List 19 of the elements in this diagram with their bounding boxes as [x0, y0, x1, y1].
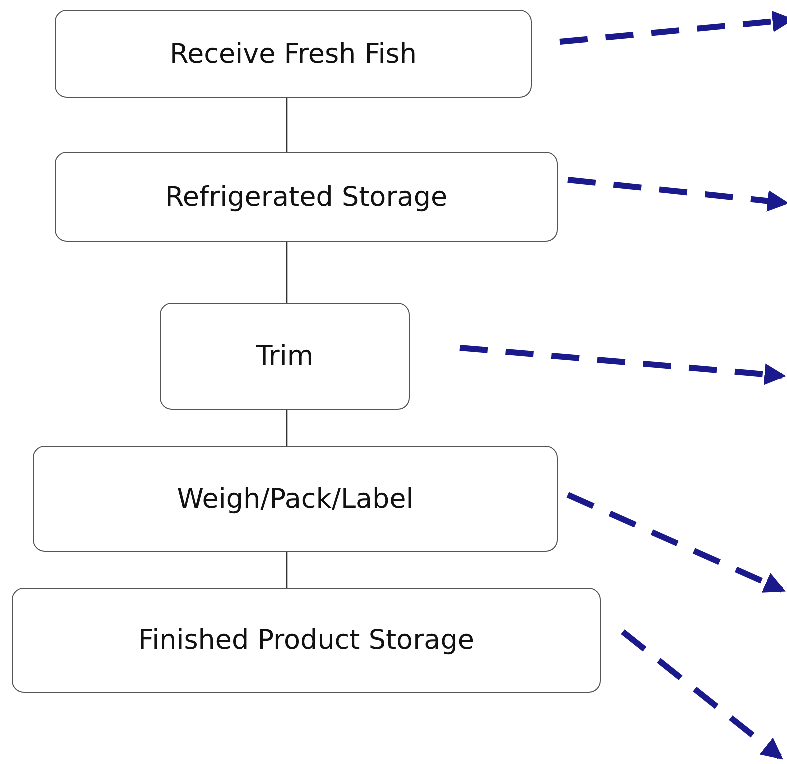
box-label: Weigh/Pack/Label: [177, 484, 414, 514]
arrow: [460, 345, 786, 386]
process-box: [55, 10, 532, 98]
connector-line: [286, 242, 288, 303]
box-label: Trim: [256, 341, 314, 372]
box-label: Finished Product Storage: [138, 625, 474, 656]
connector-line: [286, 410, 288, 446]
arrow: [568, 177, 787, 212]
process-box: [12, 588, 601, 693]
box-label: Receive Fresh Fish: [170, 38, 417, 70]
box-label: Refrigerated Storage: [165, 182, 448, 212]
process-box: [160, 303, 410, 410]
connector-line: [286, 552, 288, 588]
process-box: [55, 152, 558, 242]
arrow: [560, 10, 787, 45]
arrow: [621, 630, 784, 760]
process-box: [33, 446, 558, 552]
connector-line: [286, 98, 288, 152]
arrow: [566, 492, 786, 593]
